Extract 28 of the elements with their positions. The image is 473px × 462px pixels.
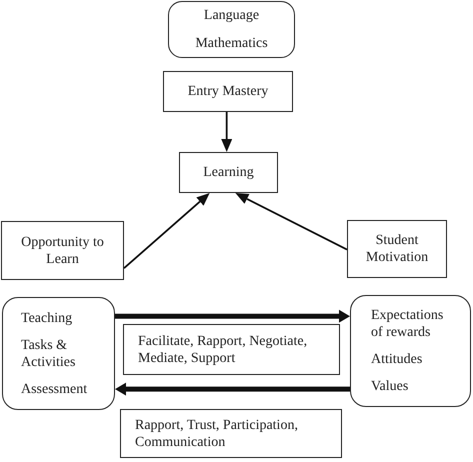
process-box: [347, 220, 447, 278]
rounded-box: [350, 295, 471, 407]
rounded-box: [168, 1, 295, 58]
node-label: Expectations of rewards: [371, 307, 444, 341]
node-label: Attitudes: [371, 351, 424, 368]
node-label: Teaching: [21, 310, 74, 326]
node-label: Student Motivation: [364, 232, 430, 266]
process-box: [179, 152, 278, 193]
arrow: [221, 112, 232, 152]
node-label: Facilitate, Rapport, Negotiate, Mediate, Support: [138, 332, 308, 366]
arrow: [123, 193, 210, 269]
process-box: [120, 409, 342, 458]
process-box: [1, 221, 124, 280]
node-label: Tasks & Activities: [21, 336, 76, 370]
node-label: Mathematics: [194, 35, 269, 52]
node-label: Values: [371, 378, 410, 395]
rounded-box: [2, 297, 115, 410]
arrow: [235, 193, 348, 250]
process-box: [123, 324, 340, 375]
node-label: Entry Mastery: [186, 83, 270, 100]
node-label: Rapport, Trust, Participation, Communication: [135, 416, 299, 450]
node-label: Opportunity to Learn: [20, 234, 105, 268]
arrow: [115, 310, 350, 323]
node-label: Learning: [202, 164, 255, 181]
node-label: Language: [202, 7, 260, 24]
node-label: Assessment: [21, 380, 88, 398]
arrow: [115, 382, 350, 396]
process-box: [163, 71, 293, 112]
